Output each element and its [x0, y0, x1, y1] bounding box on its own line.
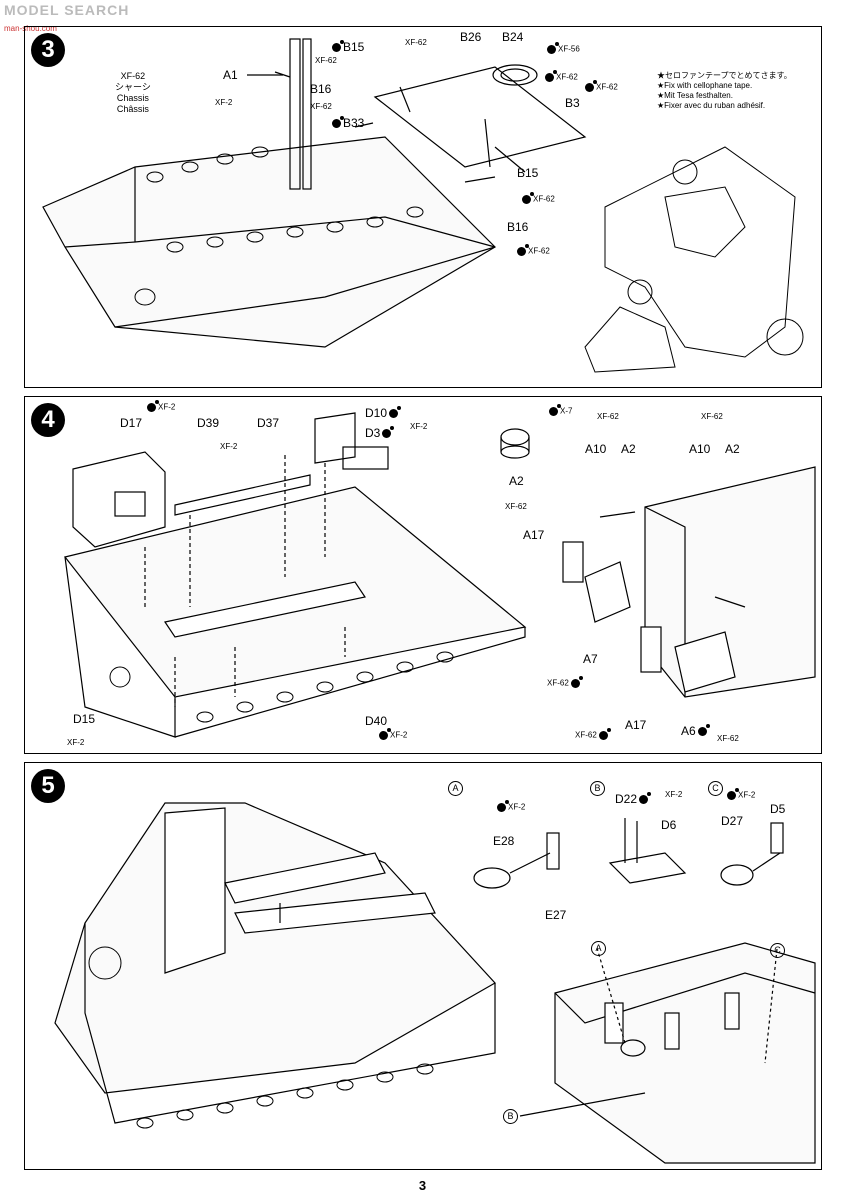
part-b3: B3 — [565, 96, 580, 110]
paint-b15a: XF-62 — [315, 56, 337, 65]
part-b26: B26 — [460, 30, 482, 44]
step-4-number: 4 — [31, 403, 65, 437]
step-3-panel: 3 — [24, 26, 822, 388]
part-d37: D37 — [257, 416, 280, 430]
sub-b-marker: B — [590, 781, 605, 796]
part-b15b: B15 — [517, 166, 539, 180]
part-b24: B24 — [502, 30, 524, 44]
part-a2b: A2 — [725, 442, 740, 456]
chassis-label: XF-62 シャーシ Chassis Châssis — [115, 71, 151, 115]
step-4-drawing — [63, 412, 816, 738]
sub-c-callout: C — [770, 943, 785, 958]
part-a7: A7 — [583, 652, 598, 666]
chassis-jp: シャーシ — [115, 82, 151, 92]
paint-d15: XF-2 — [67, 738, 85, 747]
paint-a7: XF-62 — [547, 676, 583, 688]
chassis-en: Chassis — [116, 93, 149, 103]
paint-a17a: XF-62 — [505, 502, 527, 511]
paint-d40: XF-2 — [377, 728, 407, 740]
part-d39: D39 — [197, 416, 220, 430]
step-5-drawing — [54, 802, 816, 1164]
paint-d39: XF-2 — [220, 442, 238, 451]
page-number: 3 — [418, 1178, 427, 1193]
part-b15a: B15 — [330, 40, 364, 53]
paint-a17b: XF-62 — [575, 728, 611, 740]
paint-x7: X-7 — [547, 404, 572, 416]
note-de: ★Mit Tesa festhalten. — [657, 91, 733, 100]
step-3-number: 3 — [31, 33, 65, 67]
note-fr: ★Fixer avec du ruban adhésif. — [657, 101, 766, 110]
part-d5: D5 — [770, 802, 786, 816]
part-d10: D10 — [365, 406, 402, 419]
part-e27: E27 — [545, 908, 567, 922]
paint-b3: XF-62 — [583, 80, 618, 92]
part-a2a: A2 — [621, 442, 636, 456]
step-5-number: 5 — [31, 769, 65, 803]
part-d22: D22 — [615, 792, 652, 805]
watermark-url: man-shou.com — [4, 24, 57, 33]
part-b16b: B16 — [507, 220, 529, 234]
paint-a6: XF-62 — [717, 734, 739, 743]
paint-d6: XF-2 — [665, 790, 683, 799]
part-d27: D27 — [721, 814, 744, 828]
part-a10a: A10 — [585, 442, 607, 456]
paint-a10a: XF-62 — [597, 412, 619, 421]
step-4-panel: 4 — [24, 396, 822, 754]
tape-note: ★セロファンテープでとめてさます。 ★Fix with cellophane t… — [657, 71, 792, 111]
chassis-paint: XF-62 — [120, 71, 146, 81]
step-3-drawing — [42, 38, 804, 373]
part-d6: D6 — [661, 818, 677, 832]
sub-b-callout: B — [503, 1109, 518, 1124]
part-a17a: A17 — [523, 528, 545, 542]
part-b33: B33 — [330, 116, 364, 129]
paint-b16b: XF-62 — [515, 244, 550, 256]
paint-top: XF-62 — [405, 38, 427, 47]
paint-xf56: XF-56 — [545, 42, 580, 54]
note-en: ★Fix with cellophane tape. — [657, 81, 753, 90]
part-a6: A6 — [681, 724, 710, 737]
sub-a-marker: A — [448, 781, 463, 796]
paint-b15b: XF-62 — [520, 192, 555, 204]
paint-d17: XF-2 — [145, 400, 175, 412]
step-5-panel: 5 — [24, 762, 822, 1170]
part-a2: A2 — [509, 474, 524, 488]
part-d3: D3 — [365, 426, 395, 439]
sub-c-marker: C — [708, 781, 723, 796]
sub-a-callout: A — [591, 941, 606, 956]
part-a10b: A10 — [689, 442, 711, 456]
part-a17b: A17 — [625, 718, 647, 732]
part-a1: A1 — [223, 68, 238, 82]
paint-a1: XF-2 — [215, 98, 233, 107]
watermark-brand: MODEL SEARCH — [4, 2, 130, 18]
part-d17: D17 — [120, 416, 143, 430]
paint-a10b: XF-62 — [701, 412, 723, 421]
part-b16a: B16 — [310, 82, 332, 96]
note-jp: ★セロファンテープでとめてさます。 — [657, 71, 792, 80]
part-e28: E28 — [493, 834, 515, 848]
paint-e28: XF-2 — [495, 800, 525, 812]
chassis-fr: Châssis — [116, 104, 149, 114]
paint-b33: XF-62 — [310, 102, 332, 111]
part-d15: D15 — [73, 712, 96, 726]
paint-xf62-b: XF-62 — [543, 70, 578, 82]
paint-d3: XF-2 — [410, 422, 428, 431]
part-d40: D40 — [365, 714, 388, 728]
paint-d27: XF-2 — [725, 788, 755, 800]
